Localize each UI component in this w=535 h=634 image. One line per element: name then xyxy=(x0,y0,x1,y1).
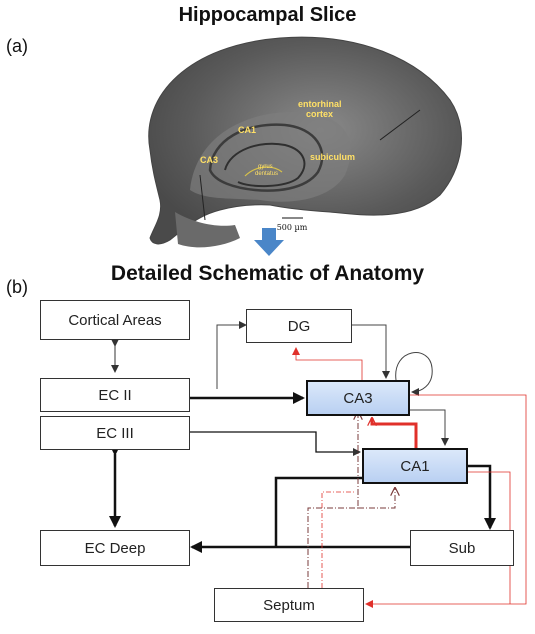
ca3-recurrent-link xyxy=(395,352,433,396)
down-arrow-icon xyxy=(254,228,284,256)
panel-a-label: (a) xyxy=(6,36,28,56)
ca1-ecdeep-link xyxy=(274,476,362,547)
septum-red-link xyxy=(321,491,355,588)
node-ec-deep: EC Deep xyxy=(40,530,190,566)
node-sub: Sub xyxy=(410,530,514,566)
ec3-ca1-link xyxy=(190,431,361,456)
dg-ca3-link xyxy=(352,324,390,379)
ca3-ca1-link xyxy=(410,409,449,446)
septum-ca3-link xyxy=(307,412,358,588)
node-ec2: EC II xyxy=(40,378,190,412)
ca3-dg-red-link xyxy=(292,347,363,380)
septum-ca1-link xyxy=(358,488,395,509)
hippocampal-slice-image: 500 µm entorhinal cortex CA1 CA3 subicul… xyxy=(148,36,462,248)
scale-bar-label: 500 µm xyxy=(277,223,308,232)
node-septum: Septum xyxy=(214,588,364,622)
ca3-septum-red-link xyxy=(365,394,527,608)
ec2-dg-link xyxy=(216,321,247,389)
node-ec3: EC III xyxy=(40,416,190,450)
node-dg: DG xyxy=(246,309,352,343)
ca3-slice-label: CA3 xyxy=(200,155,218,165)
node-ca3: CA3 xyxy=(306,380,410,416)
slice-title: Hippocampal Slice xyxy=(178,4,357,26)
panel-b-label: (b) xyxy=(6,277,28,297)
subiculum-label: subiculum xyxy=(310,152,355,162)
schematic-title: Detailed Schematic of Anatomy xyxy=(110,262,425,285)
node-cortical-areas: Cortical Areas xyxy=(40,300,190,340)
entorhinal-label: entorhinal cortex xyxy=(298,99,344,119)
ca1-slice-label: CA1 xyxy=(238,125,256,135)
dentate-label: gyrus dentatus xyxy=(255,164,278,177)
ca1-sub-link xyxy=(468,464,496,530)
node-ca1: CA1 xyxy=(362,448,468,484)
ca1-ca3-red-link xyxy=(372,418,418,448)
